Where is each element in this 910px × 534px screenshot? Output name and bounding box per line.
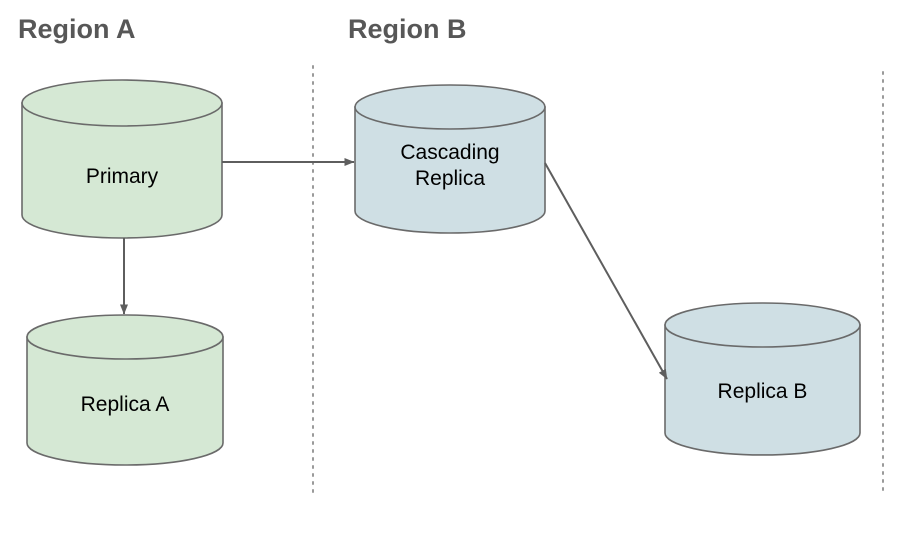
cascading-replica-cylinder-body xyxy=(354,106,546,234)
node-cascading-replica[interactable] xyxy=(354,84,546,234)
replica-a-cylinder-body xyxy=(26,336,224,466)
replica-b-cylinder-top xyxy=(664,302,861,348)
node-replica-b[interactable] xyxy=(664,302,861,456)
region-dividers xyxy=(312,65,884,495)
region-label-a: Region A xyxy=(18,14,136,44)
edges xyxy=(120,158,668,380)
node-replica-a[interactable] xyxy=(26,314,224,466)
primary-cylinder-body xyxy=(21,102,223,239)
region-label-b: Region B xyxy=(348,14,467,44)
replica-a-cylinder-top xyxy=(26,314,224,360)
replica-b-cylinder-body xyxy=(664,324,861,456)
edge-cascading-replica-to-replica-b[interactable] xyxy=(544,162,668,380)
node-primary[interactable] xyxy=(21,79,223,239)
primary-cylinder-top xyxy=(21,79,223,127)
cascading-replica-cylinder-top xyxy=(354,84,546,130)
